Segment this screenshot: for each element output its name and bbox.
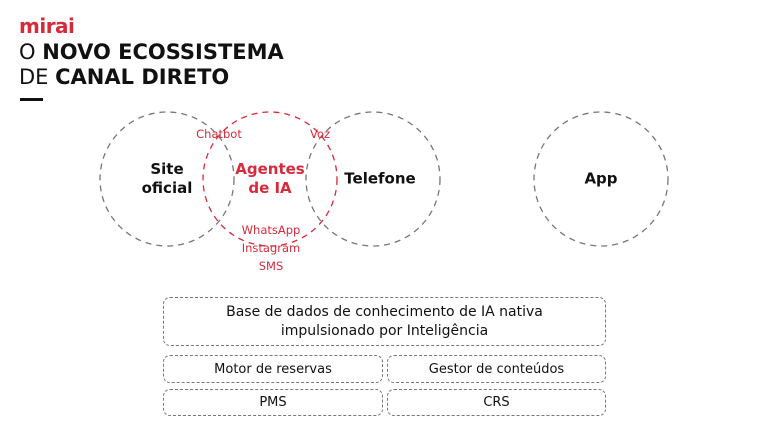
knowledge-base-box: Base de dados de conhecimento de IA nati… (163, 297, 606, 346)
pms-box: PMS (163, 389, 383, 416)
title-light-1: O (19, 40, 36, 64)
page-title: O NOVO ECOSSISTEMA DE CANAL DIRETO (19, 40, 284, 90)
channel-sms: SMS (258, 259, 284, 273)
label-phone: Telefone (344, 169, 416, 188)
crs-box: CRS (387, 389, 606, 416)
title-underline (20, 98, 43, 101)
circle-phone (305, 111, 441, 247)
title-bold-1: NOVO ECOSSISTEMA (42, 40, 284, 64)
label-app: App (584, 169, 618, 188)
brand-logo: mirai (19, 14, 75, 38)
cms-box: Gestor de conteúdos (387, 355, 606, 383)
title-bold-2: CANAL DIRETO (55, 65, 230, 89)
venn-diagram (99, 111, 669, 247)
channel-whatsapp: WhatsApp (241, 223, 301, 237)
label-site: Site oficial (141, 160, 193, 197)
circle-site (99, 111, 235, 247)
booking-engine-box: Motor de reservas (163, 355, 383, 383)
title-light-2: DE (19, 65, 49, 89)
channel-instagram: Instagram (241, 241, 301, 255)
circle-agents (202, 111, 338, 247)
channel-voice: Voz (309, 127, 331, 141)
label-agents: Agentes de IA (235, 160, 305, 197)
circle-app (533, 111, 669, 247)
channel-chatbot: Chatbot (196, 127, 242, 141)
